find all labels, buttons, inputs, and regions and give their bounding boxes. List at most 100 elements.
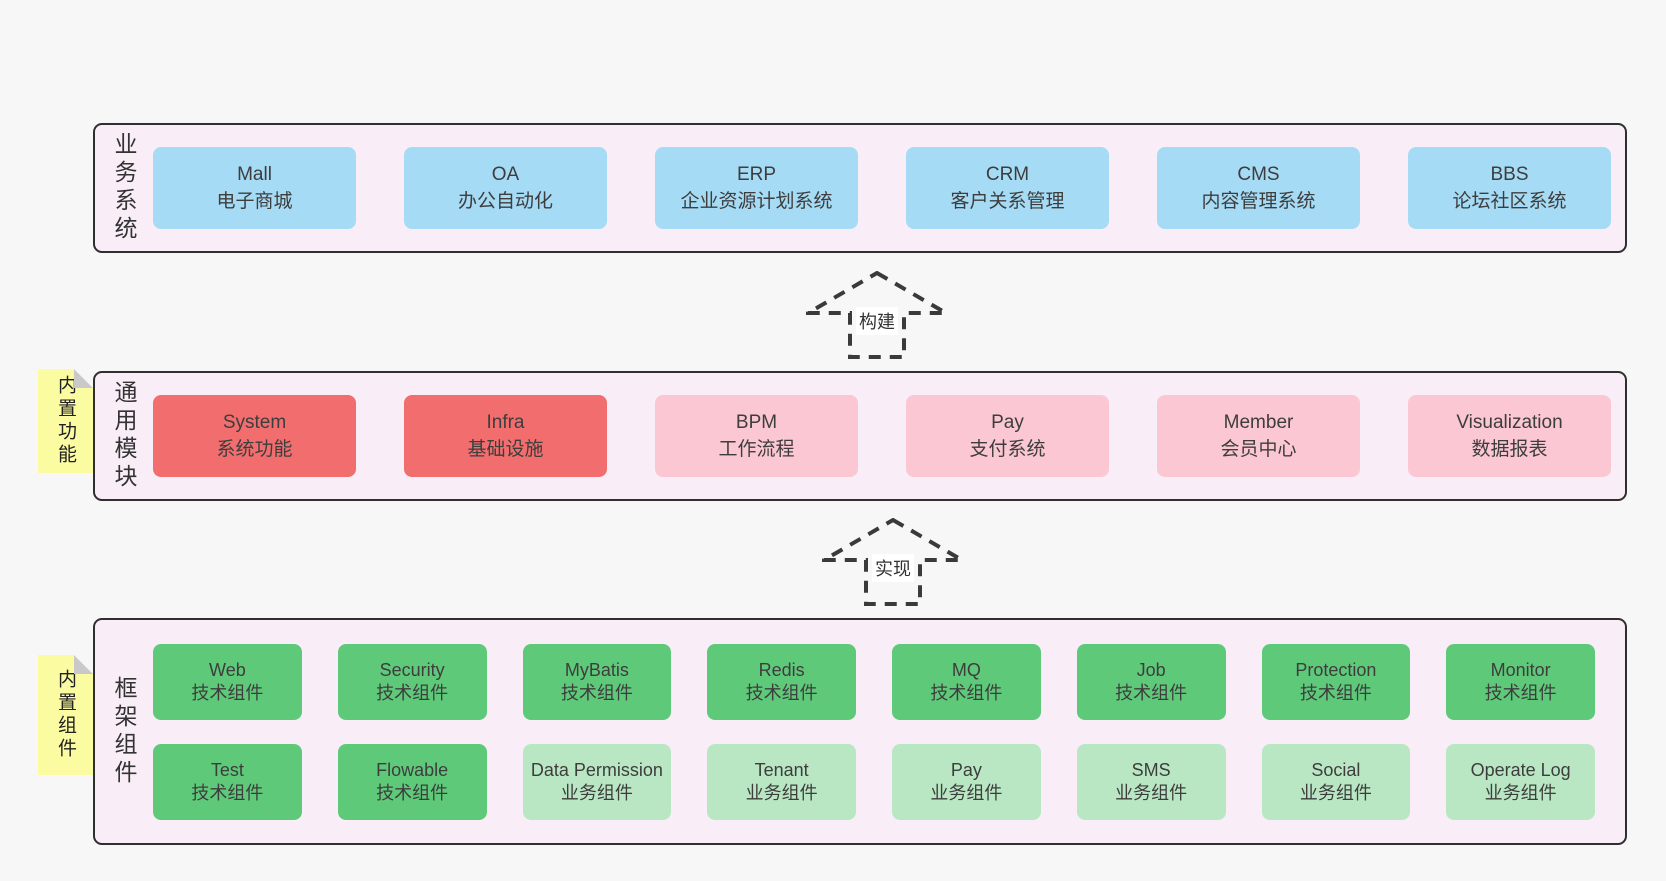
box-tenant: Tenant 业务组件 [707, 743, 856, 820]
box-title: Infra [486, 412, 525, 433]
box-subtitle: 业务组件 [1484, 782, 1557, 803]
box-test: Test 技术组件 [153, 743, 302, 820]
box-title: BBS [1490, 164, 1529, 185]
box-subtitle: 内容管理系统 [1201, 191, 1316, 212]
up-arrow-icon [822, 518, 964, 606]
box-subtitle: 业务组件 [930, 782, 1003, 803]
arrow-build-label: 构建 [856, 307, 898, 335]
box-title: Tenant [754, 759, 809, 780]
box-title: MQ [951, 659, 981, 680]
box-title: CRM [985, 164, 1030, 185]
box-security: Security 技术组件 [337, 643, 487, 720]
box-subtitle: 技术组件 [376, 682, 449, 703]
box-visualization: Visualization 数据报表 [1408, 395, 1611, 477]
box-title: Operate Log [1470, 759, 1571, 780]
box-oa: OA 办公自动化 [404, 147, 607, 229]
box-title: Pay [991, 412, 1024, 433]
box-subtitle: 企业资源计划系统 [680, 191, 833, 212]
box-erp: ERP 企业资源计划系统 [655, 147, 858, 229]
box-bbs: BBS 论坛社区系统 [1408, 147, 1611, 229]
arrow-implement: 实现 [822, 518, 964, 606]
arrow-build: 构建 [806, 271, 948, 359]
box-subtitle: 业务组件 [745, 782, 818, 803]
sticky-text: 内置组件 [55, 669, 76, 761]
module-boxes: System 系统功能 Infra 基础设施 BPM 工作流程 Pay 支付系统… [153, 373, 1625, 499]
box-subtitle: 工作流程 [718, 439, 795, 460]
box-subtitle: 技术组件 [560, 682, 633, 703]
box-title: Mall [237, 164, 272, 185]
box-bpm: BPM 工作流程 [655, 395, 858, 477]
component-boxes: Web 技术组件 Security 技术组件 MyBatis 技术组件 Redi… [153, 620, 1625, 843]
box-flowable: Flowable 技术组件 [337, 743, 487, 820]
box-subtitle: 基础设施 [467, 439, 544, 460]
box-subtitle: 支付系统 [969, 439, 1046, 460]
box-title: ERP [736, 164, 777, 185]
layer-label-business: 业务系统 [111, 132, 137, 244]
box-title: Job [1136, 659, 1166, 680]
box-title: Flowable [376, 759, 449, 780]
box-title: MyBatis [564, 659, 629, 680]
box-title: Web [209, 659, 246, 680]
box-title: Social [1311, 759, 1361, 780]
box-cms: CMS 内容管理系统 [1157, 147, 1360, 229]
sticky-built-in-features: 内置功能 [38, 369, 93, 473]
box-pay-component: Pay 业务组件 [892, 743, 1041, 820]
box-subtitle: 电子商城 [216, 191, 293, 212]
box-protection: Protection 技术组件 [1261, 643, 1411, 720]
box-system: System 系统功能 [153, 395, 356, 477]
box-mybatis: MyBatis 技术组件 [522, 643, 672, 720]
box-data-permission: Data Permission 业务组件 [522, 743, 672, 820]
box-subtitle: 办公自动化 [457, 191, 553, 212]
box-member: Member 会员中心 [1157, 395, 1360, 477]
component-row-1: Web 技术组件 Security 技术组件 MyBatis 技术组件 Redi… [153, 643, 1595, 720]
box-subtitle: 业务组件 [1299, 782, 1372, 803]
box-title: Monitor [1490, 659, 1551, 680]
box-title: Visualization [1456, 412, 1563, 433]
box-title: Redis [758, 659, 805, 680]
box-title: Member [1223, 412, 1294, 433]
sticky-text: 内置功能 [55, 375, 76, 467]
box-subtitle: 技术组件 [1299, 682, 1372, 703]
layer-business-systems: 业务系统 Mall 电子商城 OA 办公自动化 ERP 企业资源计划系统 CRM… [93, 123, 1627, 253]
layer-framework-components: 框架组件 Web 技术组件 Security 技术组件 MyBatis 技术组件… [93, 618, 1627, 845]
box-subtitle: 技术组件 [191, 782, 264, 803]
box-title: Test [210, 759, 244, 780]
box-subtitle: 技术组件 [191, 682, 264, 703]
arrow-implement-label: 实现 [872, 554, 914, 582]
box-mall: Mall 电子商城 [153, 147, 356, 229]
folded-corner-icon [74, 655, 93, 674]
box-subtitle: 系统功能 [216, 439, 293, 460]
box-pay-system: Pay 支付系统 [906, 395, 1109, 477]
folded-corner-icon [74, 369, 93, 388]
box-title: System [222, 412, 287, 433]
box-social: Social 业务组件 [1261, 743, 1411, 820]
box-subtitle: 业务组件 [560, 782, 633, 803]
box-subtitle: 技术组件 [930, 682, 1003, 703]
box-infra: Infra 基础设施 [404, 395, 607, 477]
box-subtitle: 客户关系管理 [950, 191, 1065, 212]
box-web: Web 技术组件 [153, 643, 302, 720]
box-title: OA [491, 164, 520, 185]
box-title: CMS [1237, 164, 1280, 185]
layer-label-components: 框架组件 [111, 675, 137, 788]
box-job: Job 技术组件 [1076, 643, 1226, 720]
box-title: Data Permission [530, 759, 663, 780]
layer-general-modules: 通用模块 System 系统功能 Infra 基础设施 BPM 工作流程 Pay… [93, 371, 1627, 501]
box-title: SMS [1131, 759, 1171, 780]
box-monitor: Monitor 技术组件 [1446, 643, 1595, 720]
box-subtitle: 会员中心 [1220, 439, 1297, 460]
box-subtitle: 业务组件 [1115, 782, 1188, 803]
box-crm: CRM 客户关系管理 [906, 147, 1109, 229]
box-sms: SMS 业务组件 [1076, 743, 1226, 820]
box-subtitle: 技术组件 [745, 682, 818, 703]
box-subtitle: 论坛社区系统 [1452, 191, 1567, 212]
box-title: Protection [1295, 659, 1377, 680]
box-subtitle: 数据报表 [1471, 439, 1548, 460]
box-redis: Redis 技术组件 [707, 643, 856, 720]
box-title: Security [379, 659, 445, 680]
box-subtitle: 技术组件 [1484, 682, 1557, 703]
box-title: BPM [735, 412, 778, 433]
box-title: Pay [950, 759, 982, 780]
component-row-2: Test 技术组件 Flowable 技术组件 Data Permission … [153, 743, 1595, 820]
